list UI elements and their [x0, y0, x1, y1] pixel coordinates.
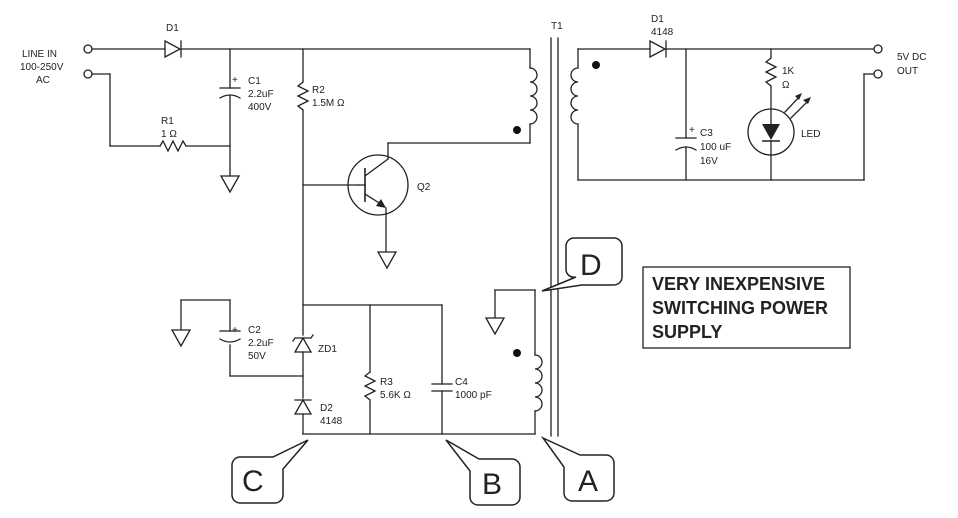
title-line-3: SUPPLY	[652, 322, 722, 342]
q2-ref: Q2	[417, 182, 431, 193]
d1-output-diode	[649, 39, 667, 59]
c1-capacitor	[219, 87, 241, 99]
d1-input-ref: D1	[166, 23, 179, 34]
callout-c-letter: C	[242, 465, 264, 498]
callout-b-letter: B	[482, 468, 502, 501]
c3-voltage: 16V	[700, 156, 718, 167]
t1-secondary-dot	[592, 61, 600, 69]
d2-diode	[293, 398, 313, 415]
input-terminals	[83, 44, 93, 79]
d2-ref: D2	[320, 403, 333, 414]
led-resistor	[764, 57, 778, 87]
dc-out-voltage-label: 5V DC	[897, 52, 926, 63]
c2-polarity: +	[232, 325, 238, 336]
dc-out-label: OUT	[897, 66, 918, 77]
d1-output-value: 4148	[651, 27, 674, 38]
callout-c: C	[231, 439, 309, 504]
r1-value: 1 Ω	[161, 129, 177, 140]
ground-icon-c2	[170, 329, 192, 348]
zd1-zener-diode	[292, 334, 314, 353]
r2-ref: R2	[312, 85, 325, 96]
line-in-voltage-label: 100-250V	[20, 62, 64, 73]
callout-d-letter: D	[580, 249, 602, 282]
output-terminals	[873, 44, 883, 79]
t1-secondary-winding	[570, 67, 579, 125]
title-line-1: VERY INEXPENSIVE	[652, 274, 825, 294]
d1-output-ref: D1	[651, 14, 664, 25]
callout-b: B	[445, 439, 521, 506]
c1-ref: C1	[248, 76, 261, 87]
d1-input-diode	[164, 39, 182, 59]
line-in-terminal-bottom	[83, 69, 93, 79]
ground-icon-q2	[376, 251, 398, 270]
r2-resistor	[296, 81, 310, 111]
q2-transistor	[347, 154, 409, 216]
led-resistor-ref: 1K	[782, 66, 795, 77]
r3-ref: R3	[380, 377, 393, 388]
t1-feedback-winding	[534, 354, 543, 412]
c1-polarity: +	[232, 75, 238, 86]
zd1-ref: ZD1	[318, 344, 337, 355]
c1-voltage: 400V	[248, 102, 272, 113]
line-in-terminal-top	[83, 44, 93, 54]
c1-value: 2.2uF	[248, 89, 274, 100]
c2-voltage: 50V	[248, 351, 266, 362]
ground-icon-c1	[219, 175, 241, 194]
dc-out-terminal-top	[873, 44, 883, 54]
t1-primary-winding	[529, 67, 538, 125]
d2-value: 4148	[320, 416, 343, 427]
r3-resistor	[363, 371, 377, 401]
dc-out-terminal-bottom	[873, 69, 883, 79]
title-box: VERY INEXPENSIVE SWITCHING POWER SUPPLY	[642, 266, 851, 349]
c4-ref: C4	[455, 377, 468, 388]
r1-resistor	[159, 139, 187, 153]
c2-value: 2.2uF	[248, 338, 274, 349]
ground-icon-feedback	[484, 317, 506, 336]
r3-value: 5.6K Ω	[380, 390, 411, 401]
t1-primary-dot	[513, 126, 521, 134]
c3-polarity: +	[689, 125, 695, 136]
title-line-2: SWITCHING POWER	[652, 298, 828, 318]
line-in-ac-label: AC	[36, 75, 50, 86]
r1-ref: R1	[161, 116, 174, 127]
c4-value: 1000 pF	[455, 390, 492, 401]
c4-capacitor	[431, 383, 453, 392]
t1-feedback-dot	[513, 349, 521, 357]
led-resistor-unit: Ω	[782, 80, 790, 91]
callout-d: D	[541, 237, 623, 292]
line-in-label: LINE IN	[22, 49, 57, 60]
r2-value: 1.5M Ω	[312, 98, 345, 109]
t1-ref: T1	[551, 21, 563, 32]
callout-a-letter: A	[578, 465, 598, 498]
led-ref: LED	[801, 129, 820, 140]
c2-ref: C2	[248, 325, 261, 336]
c3-ref: C3	[700, 128, 713, 139]
callout-a: A	[540, 436, 615, 502]
led-icon	[747, 93, 811, 156]
c3-value: 100 uF	[700, 142, 731, 153]
